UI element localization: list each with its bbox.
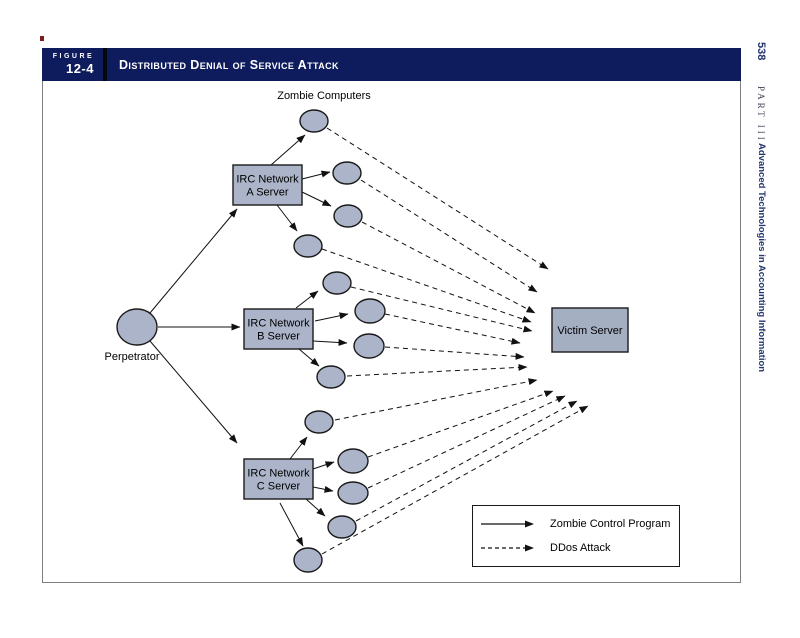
zombie-b4-node — [316, 365, 346, 389]
solid-arrow-sample-icon — [481, 520, 534, 528]
legend-box: Zombie Control Program DDos Attack — [472, 505, 680, 567]
figure-number: 12-4 — [65, 61, 94, 76]
irc-network-c-server-label: IRC Network — [247, 468, 310, 480]
figure-header-bar: FIGURE 12-4 Distributed Denial of Servic… — [42, 48, 741, 81]
zombie-b3-node — [353, 333, 385, 359]
legend-label-ddos-attack: DDos Attack — [550, 542, 611, 554]
irc-network-a-server-label: IRC Network — [236, 174, 299, 186]
figure-number-block: FIGURE 12-4 — [42, 48, 103, 81]
zombie-control-edge — [149, 340, 238, 444]
figure-label: FIGURE — [52, 53, 95, 60]
zombie-control-edge — [305, 498, 326, 517]
zombie-c4-node — [327, 515, 357, 539]
zombie-control-edge — [312, 461, 335, 470]
zombie-control-edge — [301, 191, 332, 207]
ddos-attack-edge — [384, 313, 521, 345]
irc-network-b-server-label: IRC Network — [247, 318, 310, 330]
ddos-attack-edge — [350, 286, 533, 333]
red-registration-mark — [40, 36, 44, 41]
zombie-control-edge — [314, 312, 349, 322]
zombie-control-edge — [312, 339, 348, 346]
ddos-attack-edge — [361, 221, 536, 314]
zombie-a4-node — [293, 234, 323, 258]
zombie-control-edge — [301, 170, 331, 180]
zombie-control-edge — [298, 348, 320, 367]
irc-network-a-server-label: A Server — [246, 187, 289, 199]
zombie-control-edge — [295, 290, 319, 309]
irc-network-c-server-label: C Server — [257, 481, 301, 493]
zombie-c5-node — [293, 547, 323, 573]
zombie-b2-node — [354, 298, 386, 324]
ddos-attack-edge — [367, 395, 566, 489]
ddos-attack-edge — [367, 390, 554, 458]
irc-network-a-server-node — [232, 164, 303, 206]
zombie-c2-node — [337, 448, 369, 474]
zombie-b1-node — [322, 271, 352, 295]
irc-network-b-server-node — [243, 308, 314, 350]
zombie-control-edge — [279, 502, 304, 547]
ddos-attack-edge — [355, 400, 578, 522]
ddos-attack-edge — [321, 405, 589, 555]
zombie-c1-node — [304, 410, 334, 434]
zombie-c3-node — [337, 481, 369, 505]
zombie-control-edge — [312, 485, 334, 493]
zombie-control-edge — [289, 436, 308, 460]
legend-row-zombie-control: Zombie Control Program — [479, 518, 679, 530]
perpetrator-node — [116, 308, 158, 346]
legend-row-ddos-attack: DDos Attack — [479, 542, 679, 554]
irc-network-c-server-node — [243, 458, 314, 500]
ddos-attack-edge — [326, 127, 549, 270]
zombie-control-edge — [276, 204, 298, 232]
zombie-control-edge — [270, 134, 306, 166]
ddos-attack-edge — [321, 248, 532, 323]
ddos-attack-edge — [384, 346, 525, 360]
perpetrator-label: Perpetrator — [104, 351, 160, 363]
legend-label-zombie-control: Zombie Control Program — [550, 518, 671, 530]
ddos-attack-edge — [334, 378, 538, 421]
zombie-a3-node — [333, 204, 363, 228]
header-divider — [103, 48, 107, 81]
victim-server-node — [551, 307, 629, 353]
victim-server-label: Victim Server — [557, 325, 623, 337]
dashed-arrow-sample-icon — [481, 544, 534, 552]
ddos-attack-edge — [346, 363, 528, 377]
figure-title: Distributed Denial of Service Attack — [119, 57, 339, 72]
zombie-a2-node — [332, 161, 362, 185]
zombie-computers-group-label: Zombie Computers — [277, 90, 371, 102]
ddos-attack-edge — [360, 179, 538, 293]
irc-network-b-server-label: B Server — [257, 331, 300, 343]
zombie-a1-node — [299, 109, 329, 133]
zombie-control-edge — [149, 208, 238, 314]
